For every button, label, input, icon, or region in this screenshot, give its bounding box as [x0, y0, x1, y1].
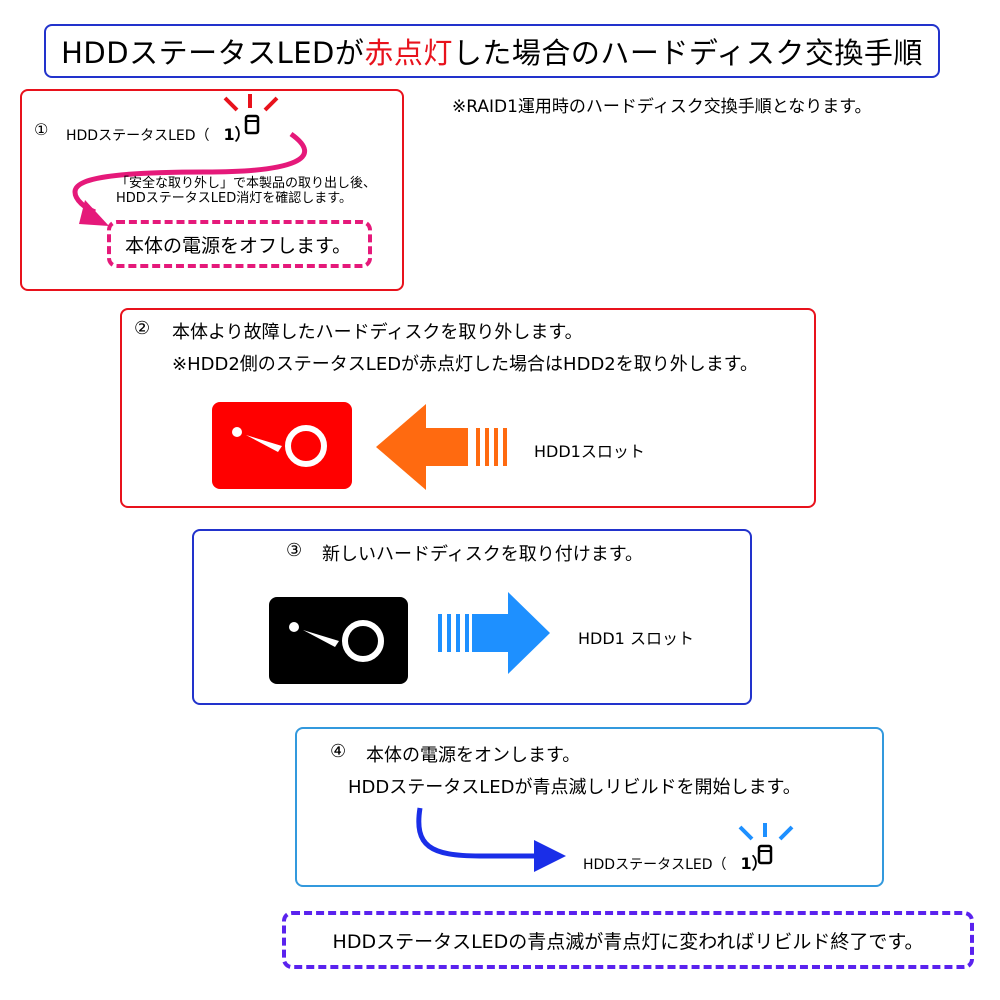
step1-led-suffix: 1） [223, 125, 251, 144]
step3-number: ③ [286, 540, 303, 561]
step3-slot-label: HDD1 スロット [578, 629, 694, 648]
page-title: HDDステータスLEDが赤点灯した場合のハードディスク交換手順 [61, 30, 923, 72]
disk-cylinder-icon [244, 114, 260, 135]
step4-number: ④ [330, 741, 347, 762]
disk-cylinder-icon [757, 844, 773, 865]
title-text-after: した場合のハードディスク交換手順 [452, 36, 923, 70]
step1-led-label: HDDステータスLED（ 1） [66, 121, 251, 145]
step4-text: 本体の電源をオンします。 [366, 745, 581, 766]
step4-subtext: HDDステータスLEDが青点滅しリビルドを開始します。 [348, 777, 801, 798]
power-off-text: 本体の電源をオフします。 [125, 234, 352, 257]
step4-box [295, 727, 884, 887]
step1-instruction-line1: 「安全な取り外し」で本製品の取り出し後、 [116, 176, 377, 191]
title-text-before: HDDステータスLEDが [61, 36, 365, 70]
step1-box [20, 89, 404, 291]
step2-slot-label: HDD1スロット [534, 442, 645, 461]
step1-led-text: HDDステータスLED（ [66, 128, 210, 144]
rebuild-complete-box: HDDステータスLEDの青点滅が青点灯に変わればリビルド終了です。 [282, 911, 974, 969]
step2-number: ② [134, 318, 151, 339]
magenta-curved-arrow [72, 131, 307, 226]
failed-hdd-icon [212, 402, 352, 489]
step3-text: 新しいハードディスクを取り付けます。 [322, 544, 643, 565]
blue-right-arrow-icon [438, 592, 550, 674]
step1-number: ① [34, 120, 49, 139]
new-hdd-icon [269, 597, 408, 684]
power-off-box: 本体の電源をオフします。 [107, 220, 372, 268]
orange-left-arrow-icon [376, 404, 507, 490]
blue-blinking-led-icon [738, 823, 794, 865]
step2-subtext: ※HDD2側のステータスLEDが赤点灯した場合はHDD2を取り外します。 [172, 354, 758, 375]
hdd-front-icon [232, 425, 327, 467]
blue-curved-arrow [416, 807, 566, 872]
step4-led-text: HDDステータスLED（ [583, 857, 727, 873]
step2-box [120, 308, 816, 508]
step4-led-suffix: 1） [740, 854, 768, 873]
title-box: HDDステータスLEDが赤点灯した場合のハードディスク交換手順 [44, 24, 940, 78]
step2-text: 本体より故障したハードディスクを取り外します。 [172, 322, 583, 343]
step1-instruction-line2: HDDステータスLED消灯を確認します。 [116, 191, 352, 206]
red-blinking-led-icon [223, 94, 279, 135]
title-highlight: 赤点灯 [364, 36, 453, 70]
raid-note: ※RAID1運用時のハードディスク交換手順となります。 [452, 97, 872, 117]
step4-led-label: HDDステータスLED（ 1） [583, 850, 768, 874]
step3-box [192, 529, 752, 705]
hdd-front-icon [289, 620, 384, 662]
rebuild-complete-text: HDDステータスLEDの青点滅が青点灯に変わればリビルド終了です。 [332, 930, 924, 953]
